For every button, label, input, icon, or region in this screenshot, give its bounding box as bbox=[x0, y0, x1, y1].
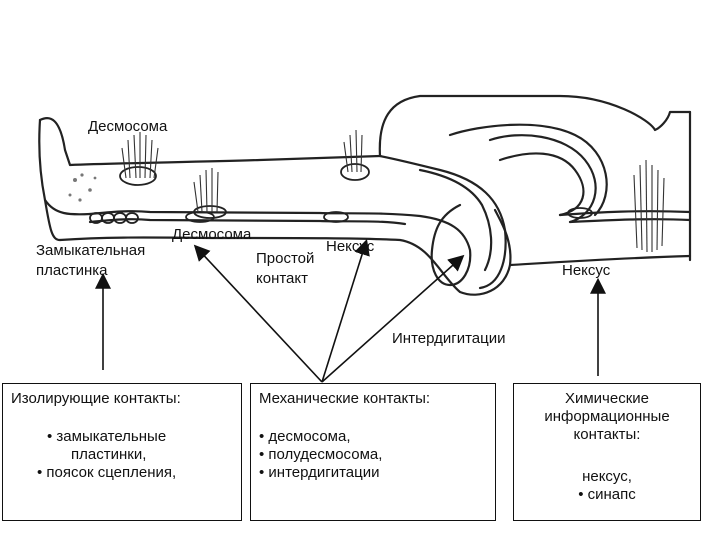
list-item: • замыкательные bbox=[3, 428, 241, 446]
list-item: нексус, bbox=[514, 468, 700, 486]
list-item: • синапс bbox=[514, 486, 700, 504]
label-nexus-middle: Нексус bbox=[326, 238, 374, 255]
label-simple-contact-line2: контакт bbox=[256, 270, 308, 287]
list-item: • интердигитации bbox=[259, 464, 495, 482]
label-desmosome-top: Десмосома bbox=[88, 118, 167, 135]
label-tight-junction-line2: пластинка bbox=[36, 262, 107, 279]
isolating-contacts-title: Изолирующие контакты: bbox=[3, 390, 241, 408]
label-desmosome-mid: Десмосома bbox=[172, 226, 251, 243]
chemical-contacts-list: нексус, • синапс bbox=[514, 468, 700, 504]
chemical-contacts-box: Химические информационные контакты: некс… bbox=[513, 383, 701, 521]
mechanical-contacts-list: • десмосома, • полудесмосома, • интердиг… bbox=[251, 428, 495, 482]
list-item: • полудесмосома, bbox=[259, 446, 495, 464]
chemical-contacts-title: Химические информационные контакты: bbox=[514, 390, 700, 444]
chemical-contacts-title-line3: контакты: bbox=[514, 426, 700, 444]
label-nexus-right: Нексус bbox=[562, 262, 610, 279]
list-item: пластинки, bbox=[3, 446, 241, 464]
mechanical-contacts-title: Механические контакты: bbox=[251, 390, 495, 408]
list-item: • десмосома, bbox=[259, 428, 495, 446]
isolating-contacts-box: Изолирующие контакты: • замыкательные пл… bbox=[2, 383, 242, 521]
label-simple-contact-line1: Простой bbox=[256, 250, 314, 267]
chemical-contacts-title-line2: информационные bbox=[514, 408, 700, 426]
isolating-contacts-list: • замыкательные пластинки, • поясок сцеп… bbox=[3, 428, 241, 482]
label-interdigitations: Интердигитации bbox=[392, 330, 505, 347]
mechanical-contacts-box: Механические контакты: • десмосома, • по… bbox=[250, 383, 496, 521]
chemical-contacts-title-line1: Химические bbox=[514, 390, 700, 408]
list-item: • поясок сцепления, bbox=[3, 464, 241, 482]
label-tight-junction-line1: Замыкательная bbox=[36, 242, 145, 259]
